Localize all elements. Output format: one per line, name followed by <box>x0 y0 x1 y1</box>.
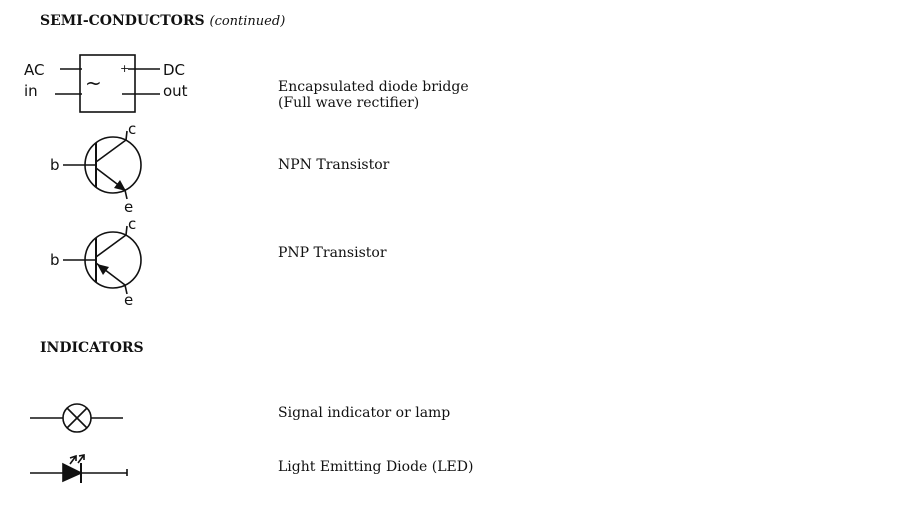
out-label: out <box>163 82 188 100</box>
pnp-label: PNP Transistor <box>278 245 387 261</box>
diode-bridge-label: Encapsulated diode bridge(Full wave rect… <box>278 79 469 111</box>
svg-text:c: c <box>128 120 136 138</box>
svg-text:b: b <box>50 156 60 174</box>
npn-label: NPN Transistor <box>278 157 390 173</box>
npn-arrow <box>114 180 126 191</box>
led-symbol <box>30 454 128 483</box>
pnp-arrow <box>97 264 109 275</box>
in-label: in <box>24 82 38 100</box>
bridge-box <box>79 54 136 113</box>
led-label: Light Emitting Diode (LED) <box>278 459 474 475</box>
ac-label: AC <box>24 61 44 79</box>
npn-transistor-symbol: b c e <box>50 120 142 216</box>
lamp-symbol <box>30 403 123 433</box>
svg-text:b: b <box>50 251 60 269</box>
svg-text:e: e <box>124 291 133 309</box>
pnp-transistor-symbol: b c e <box>50 215 142 309</box>
section-title-indicators: INDICATORS <box>40 340 144 356</box>
dc-label: DC <box>163 61 185 79</box>
lamp-label: Signal indicator or lamp <box>278 405 451 421</box>
svg-text:c: c <box>128 215 136 233</box>
plus-label: + <box>120 62 129 75</box>
section-title-semiconductors: SEMI-CONDUCTORS (continued) <box>40 13 286 29</box>
svg-text:e: e <box>124 198 133 216</box>
diode-bridge-symbol: AC in DC out ~ + <box>24 54 188 113</box>
tilde-label: ~ <box>85 71 102 95</box>
